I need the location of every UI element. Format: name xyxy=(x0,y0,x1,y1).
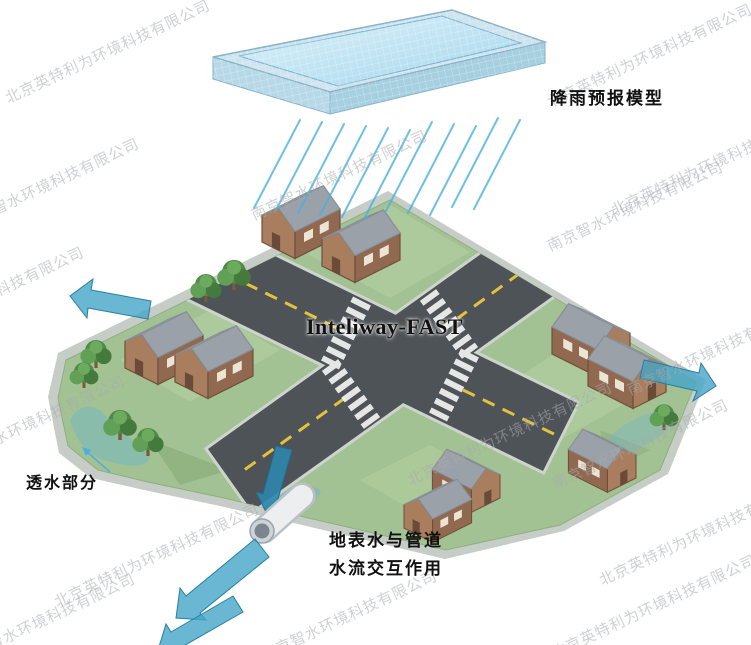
outflow-arrow-bottom-1 xyxy=(175,538,270,621)
rain-model-label: 降雨预报模型 xyxy=(550,89,664,108)
crosswalks xyxy=(321,289,479,429)
outflow-arrow-left xyxy=(69,277,152,320)
flow-elements xyxy=(69,277,717,645)
outflow-arrow-right xyxy=(639,359,717,403)
road-network xyxy=(178,219,582,516)
brand-label: Inteliway-FAST xyxy=(306,314,463,339)
permeable-pointer-arrow xyxy=(82,447,111,473)
interaction-label: 地表水与管道 水流交互作用 xyxy=(298,527,474,583)
rain-lines xyxy=(253,117,521,220)
permeable-label: 透水部分 xyxy=(26,475,99,492)
interaction-line-2: 水流交互作用 xyxy=(329,559,443,579)
rain-tank xyxy=(212,9,548,115)
outflow-arrow-bottom-2 xyxy=(159,595,244,645)
interaction-line-1: 地表水与管道 xyxy=(329,531,443,550)
pipe-opening xyxy=(254,523,270,539)
